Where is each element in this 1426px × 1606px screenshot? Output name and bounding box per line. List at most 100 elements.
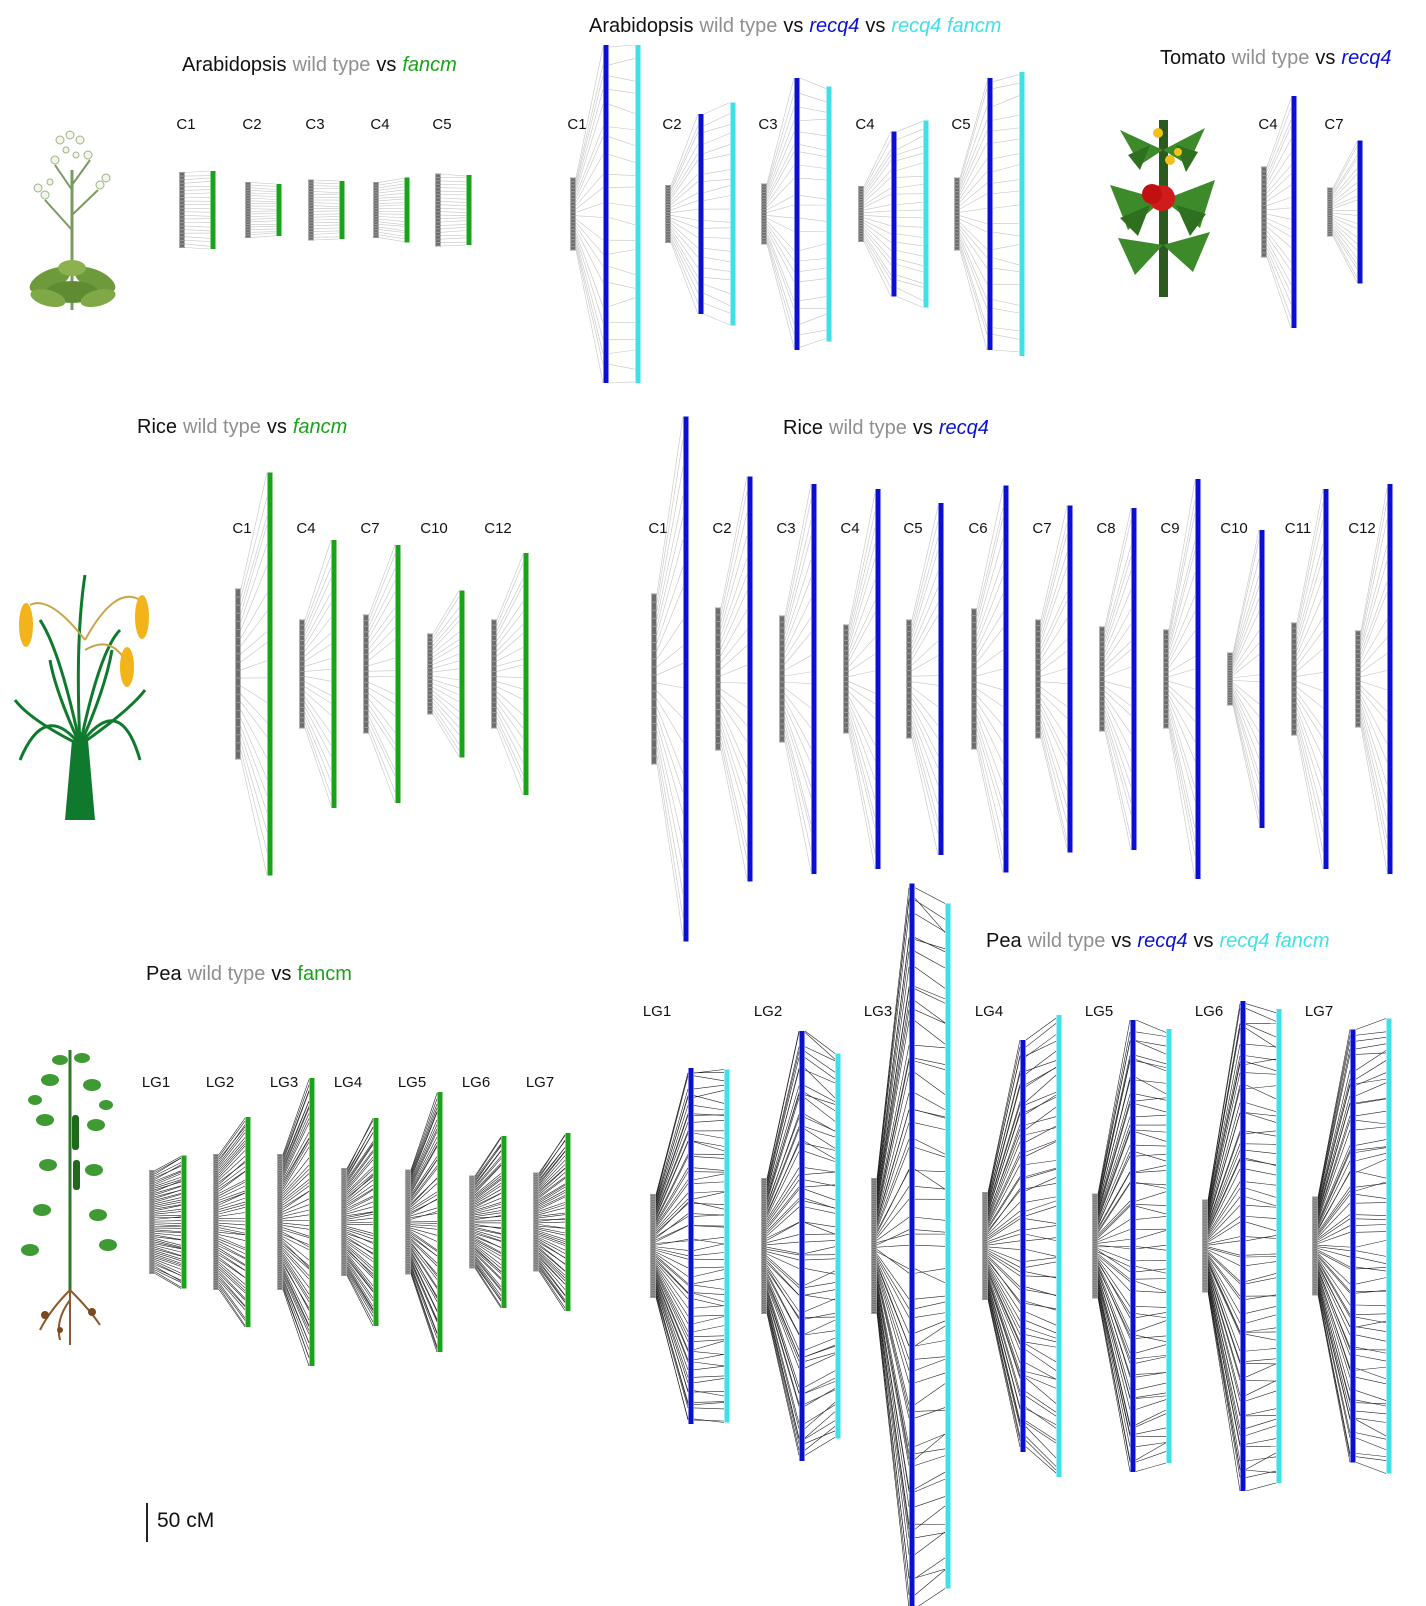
wild-type-marker-ticks: [299, 619, 305, 729]
marker-link: [1232, 699, 1260, 802]
marker-link: [804, 1312, 836, 1320]
marker-link: [693, 1298, 725, 1307]
marker-link: [218, 1212, 246, 1217]
marker-link: [1355, 1266, 1387, 1272]
marker-link: [1135, 1077, 1167, 1095]
marker-link: [496, 611, 524, 646]
marker-link: [346, 1217, 374, 1222]
marker-link: [799, 337, 827, 348]
marker-link: [154, 1185, 182, 1194]
marker-link: [914, 1060, 946, 1070]
marker-links: [1168, 480, 1196, 879]
marker-link: [1025, 1050, 1057, 1075]
marker-link: [896, 162, 924, 171]
marker-link: [720, 535, 748, 629]
marker-link: [1104, 730, 1132, 851]
marker-link: [346, 1197, 374, 1211]
marker-link: [804, 1289, 836, 1296]
marker-link: [1355, 1110, 1387, 1117]
scale-bar-label: 50 cM: [157, 1509, 214, 1532]
marker-link: [1296, 702, 1324, 759]
marker-link: [1135, 1040, 1167, 1047]
marker-link: [804, 1388, 836, 1407]
marker-link: [1040, 721, 1068, 808]
marker-link: [766, 151, 795, 202]
marker-link: [410, 1224, 438, 1227]
marker-link: [1097, 1200, 1131, 1235]
marker-link: [410, 1261, 438, 1320]
marker-link: [410, 1254, 438, 1302]
marker-link: [1025, 1301, 1057, 1311]
marker-link: [575, 222, 604, 255]
marker-link: [1097, 1060, 1131, 1205]
marker-link: [992, 127, 1020, 132]
marker-link: [987, 1284, 1021, 1397]
marker-link: [784, 723, 812, 825]
marker-link: [656, 516, 684, 627]
marker-link: [914, 1557, 946, 1579]
marker-link: [1207, 1130, 1241, 1224]
marker-link: [346, 1226, 374, 1234]
marker-link: [313, 232, 340, 235]
marker-link: [538, 1195, 566, 1209]
marker-link: [804, 1377, 836, 1394]
marker-link: [876, 1285, 910, 1454]
marker-link: [1135, 1372, 1167, 1375]
marker-link: [766, 1126, 800, 1209]
marker-link: [655, 1201, 689, 1235]
wild-type-marker-ticks: [971, 608, 977, 750]
marker-link: [1025, 1196, 1057, 1203]
marker-link: [1355, 1147, 1387, 1153]
marker-link: [876, 1302, 910, 1538]
marker-link: [693, 1156, 725, 1159]
marker-link: [670, 234, 699, 285]
marker-link: [346, 1273, 374, 1323]
marker-link: [282, 1141, 310, 1187]
marker-link: [410, 1266, 438, 1334]
marker-link: [1025, 1303, 1057, 1310]
marker-link: [218, 1236, 246, 1249]
marker-link: [218, 1160, 246, 1185]
marker-link: [911, 640, 939, 666]
marker-link: [1135, 1151, 1167, 1162]
marker-links: [911, 506, 939, 856]
marker-link: [432, 702, 460, 736]
marker-link: [1168, 723, 1196, 856]
marker-link: [911, 737, 939, 856]
marker-link: [799, 195, 827, 200]
marker-link: [914, 951, 946, 969]
marker-link: [1296, 617, 1324, 661]
marker-link: [1245, 1418, 1277, 1429]
marker-link: [1332, 141, 1358, 189]
marker-link: [184, 192, 211, 195]
marker-link: [720, 574, 748, 642]
marker-link: [876, 913, 910, 1186]
marker-link: [784, 671, 812, 677]
marker-link: [184, 177, 211, 180]
marker-link: [655, 1271, 689, 1337]
marker-link: [608, 154, 636, 163]
marker-link: [693, 1391, 725, 1393]
marker-link: [911, 521, 939, 626]
chromosome-label: C4: [296, 520, 315, 537]
marker-link: [1317, 1266, 1351, 1336]
marker-link: [154, 1180, 182, 1192]
marker-link: [896, 287, 924, 302]
marker-link: [876, 1288, 910, 1466]
marker-link: [1104, 545, 1132, 637]
marker-link: [896, 145, 924, 155]
marker-link: [1207, 1143, 1241, 1227]
marker-link: [1245, 1130, 1277, 1134]
marker-link: [410, 1252, 438, 1297]
marker-link: [1025, 1106, 1057, 1130]
marker-link: [282, 1164, 310, 1194]
marker-link: [1355, 1224, 1387, 1226]
marker-link: [804, 1057, 836, 1080]
marker-links: [240, 472, 268, 876]
marker-link: [1207, 1168, 1241, 1233]
marker-link: [1168, 512, 1196, 640]
marker-link: [896, 153, 924, 161]
marker-link: [410, 1165, 438, 1201]
marker-link: [410, 1107, 438, 1176]
